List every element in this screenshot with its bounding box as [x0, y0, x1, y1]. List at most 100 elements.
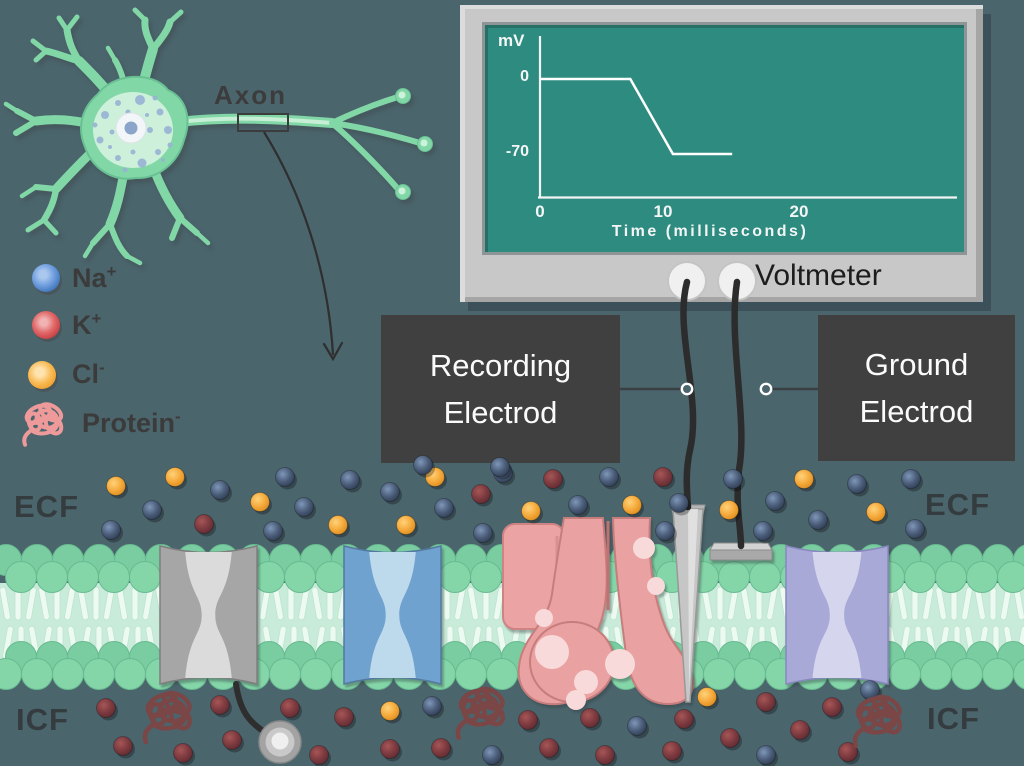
- axon-label: Axon: [214, 80, 287, 110]
- graph-xtick-10: 10: [653, 202, 673, 221]
- voltmeter-screen: [482, 22, 967, 255]
- graph-xtick-0: 0: [535, 202, 545, 221]
- ion-k: [595, 745, 615, 765]
- protein-icon: [22, 402, 64, 447]
- ion-na: [490, 457, 510, 477]
- voltmeter-label: Voltmeter: [755, 259, 882, 292]
- ion-na: [905, 519, 925, 539]
- voltmeter-graph: [538, 36, 957, 199]
- ion-na: [275, 467, 295, 487]
- ion-na: [599, 467, 619, 487]
- ecf-ions: [101, 455, 927, 546]
- ion-cl: [719, 500, 739, 520]
- legend-protein-charge: -: [175, 407, 181, 426]
- legend-label-na: Na+: [72, 262, 116, 294]
- legend-label-cl: Cl-: [72, 358, 105, 390]
- channel-gate-ball: [233, 681, 302, 764]
- icf-protein-tangles: [142, 686, 902, 749]
- ion-cl: [622, 495, 642, 515]
- ion-k: [822, 697, 842, 717]
- recording-wire: [680, 278, 697, 511]
- ion-cl: [165, 467, 185, 487]
- ion-k: [518, 710, 538, 730]
- ion-na: [901, 469, 921, 489]
- graph-x-axis-title: Time (milliseconds): [611, 223, 809, 240]
- potassium-ion-icon: [32, 311, 60, 339]
- ecf-label-right: ECF: [925, 487, 990, 522]
- ion-k: [756, 692, 776, 712]
- legend-cl-text: Cl: [72, 359, 99, 389]
- graph-ytick-0: 0: [520, 68, 529, 85]
- ion-na: [753, 521, 773, 541]
- ion-cl: [794, 469, 814, 489]
- graph-ytick-minus70: -70: [505, 143, 529, 160]
- ion-na: [568, 495, 588, 515]
- electrode-wires: [620, 261, 818, 550]
- arrowhead: [322, 341, 344, 362]
- legend-k-charge: +: [91, 309, 102, 328]
- ion-na: [101, 520, 121, 540]
- graph-xtick-20: 20: [789, 202, 809, 221]
- ion-na: [482, 745, 502, 765]
- ion-cl: [396, 515, 416, 535]
- ion-k: [96, 698, 116, 718]
- ion-cl: [425, 467, 445, 487]
- ion-na: [723, 469, 743, 489]
- ion-cl: [106, 476, 126, 496]
- legend-label-protein: Protein-: [82, 407, 181, 439]
- legend-cl-charge: -: [99, 358, 105, 377]
- ion-k: [790, 720, 810, 740]
- ion-cl: [521, 501, 541, 521]
- ion-cl: [328, 515, 348, 535]
- icf-label-left: ICF: [16, 702, 69, 737]
- ion-k: [222, 730, 242, 750]
- ion-na: [142, 500, 162, 520]
- ion-na: [765, 491, 785, 511]
- axon-callout-arrow: [263, 131, 335, 356]
- membrane-potential-trace: [540, 77, 733, 156]
- ion-k: [280, 698, 300, 718]
- recording-electrode-line1: Recording: [429, 348, 572, 383]
- ion-k: [674, 709, 694, 729]
- ground-electrode-box: Ground Electrod: [818, 315, 1015, 461]
- ion-na: [413, 455, 433, 475]
- ion-na: [380, 482, 400, 502]
- ion-na: [655, 521, 675, 541]
- legend-na-charge: +: [106, 262, 117, 281]
- legend-label-k: K+: [72, 309, 101, 341]
- purple-channel: [785, 545, 889, 685]
- chloride-ion-icon: [28, 361, 56, 389]
- ion-k: [173, 743, 193, 763]
- icf-label-right: ICF: [927, 701, 980, 736]
- ion-na: [627, 716, 647, 736]
- ion-channels: [159, 545, 889, 685]
- graph-y-axis-title: mV: [498, 31, 525, 50]
- ground-electrode-line2: Electrod: [859, 394, 974, 429]
- ion-k: [334, 707, 354, 727]
- ion-na: [434, 498, 454, 518]
- blue-channel: [343, 545, 442, 685]
- legend-protein-text: Protein: [82, 408, 176, 438]
- ion-na: [263, 521, 283, 541]
- axon-zoom-rectangle: [237, 113, 289, 132]
- electrodes: [670, 504, 773, 703]
- neuron: [3, 7, 433, 266]
- ion-cl: [697, 687, 717, 707]
- ion-k: [380, 739, 400, 759]
- ion-k: [539, 738, 559, 758]
- ion-k: [662, 741, 682, 761]
- sodium-ion-icon: [32, 264, 60, 292]
- ion-cl: [250, 492, 270, 512]
- ion-na: [808, 510, 828, 530]
- legend-k-text: K: [72, 310, 92, 340]
- ion-k: [543, 469, 563, 489]
- ion-k: [580, 708, 600, 728]
- legend-na-text: Na: [72, 263, 107, 293]
- icf-ions: [96, 680, 882, 766]
- ion-na: [294, 497, 314, 517]
- ion-na: [422, 696, 442, 716]
- ion-na: [847, 474, 867, 494]
- ion-na: [473, 523, 493, 543]
